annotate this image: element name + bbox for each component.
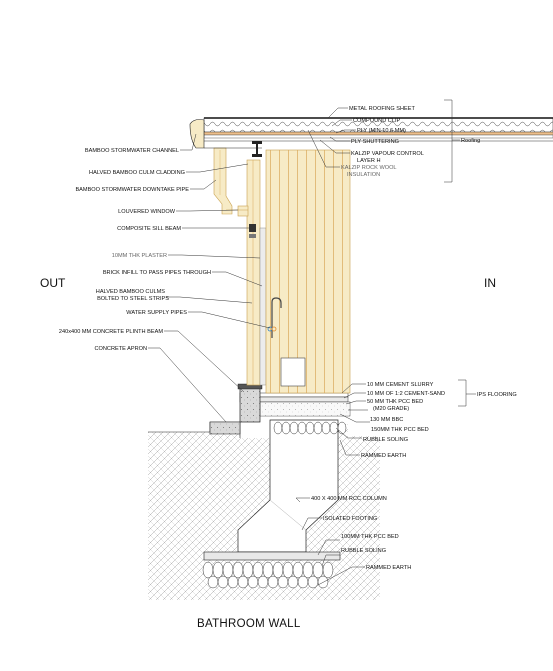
rubble-stone — [287, 575, 299, 589]
label-halved-culms-2: BOLTED TO STEEL STRIPS — [97, 296, 169, 302]
bamboo-culm-cladding — [246, 159, 261, 386]
rubble-stone — [313, 421, 323, 435]
rubble-stone — [257, 575, 269, 589]
bucket — [280, 357, 306, 387]
rubble-stone — [217, 575, 229, 589]
label-rcc-column: 400 X 400 MM RCC COLUMN — [311, 496, 387, 502]
rubble-stone — [207, 575, 219, 589]
rubble-stone — [232, 561, 244, 579]
rubble-stone — [262, 561, 274, 579]
bamboo-downtake-pipe — [213, 147, 233, 215]
label-pcc-bed-150: 150MM THK PCC BED — [371, 427, 429, 433]
label-rammed-earth-1: RAMMED EARTH — [361, 453, 406, 459]
inner-bamboo-wall — [265, 149, 351, 394]
rubble-stone — [297, 575, 309, 589]
label-kalzip-rock-2: INSULATION — [347, 172, 380, 178]
label-plaster: 10MM THK PLASTER — [112, 253, 167, 259]
rubble-stone — [267, 575, 279, 589]
label-kalzip-rock-1: KALZIP ROCK WOOL — [341, 165, 397, 171]
label-compound-clip: COMPOUND CLIP — [353, 118, 401, 124]
rubble-stone — [272, 561, 284, 579]
roof-assembly — [189, 117, 553, 157]
label-out: OUT — [40, 276, 66, 290]
label-cement-slurry: 10 MM CEMENT SLURRY — [367, 382, 434, 388]
rubble-stone — [337, 421, 347, 435]
label-kalzip-vapour-2: LAYER H — [357, 158, 381, 164]
label-rubble-soling-1: RUBBLE SOLING — [363, 437, 408, 443]
label-halved-culms-1: HALVED BAMBOO CULMS — [96, 289, 165, 295]
label-pcc-bed-50-2: (M20 GRADE) — [373, 406, 409, 412]
rcc-column-and-footing — [203, 419, 341, 561]
rubble-stone — [277, 575, 289, 589]
label-isolated-footing: ISOLATED FOOTING — [323, 516, 377, 522]
annotation-leaders — [148, 99, 476, 586]
rubble-stone — [302, 561, 314, 579]
label-rubble-soling-2: RUBBLE SOLING — [341, 548, 386, 554]
label-pcc-bed-100: 100MM THK PCC BED — [341, 534, 399, 540]
label-concrete-apron: CONCRETE APRON — [94, 346, 147, 352]
right-labels: METAL ROOFING SHEET COMPOUND CLIP PLY (M… — [311, 106, 517, 571]
label-downtake-pipe: BAMBOO STORMWATER DOWNTAKE PIPE — [75, 187, 189, 193]
brick-infill-wall — [259, 227, 267, 386]
rubble-stone — [297, 421, 307, 435]
rubble-stone — [307, 575, 319, 589]
rubble-stone — [212, 561, 224, 579]
label-sill-beam: COMPOSITE SILL BEAM — [117, 226, 181, 232]
rubble-stone — [329, 421, 339, 435]
composite-sill-beam — [249, 224, 256, 238]
label-metal-roofing-sheet: METAL ROOFING SHEET — [349, 106, 415, 112]
label-bbc: 130 MM BBC — [370, 417, 403, 423]
label-culm-cladding: HALVED BAMBOO CULM CLADDING — [89, 170, 185, 176]
rubble-stone — [252, 561, 264, 579]
rubble-soling-top — [273, 421, 347, 435]
concrete-apron-shape — [209, 421, 241, 435]
pcc-bed-100mm — [203, 551, 341, 561]
label-water-supply: WATER SUPPLY PIPES — [126, 310, 187, 316]
label-louvered-window: LOUVERED WINDOW — [118, 209, 176, 215]
water-supply-pipe — [267, 297, 306, 387]
concrete-plinth-beam — [237, 383, 263, 423]
rubble-stone — [237, 575, 249, 589]
drawing-title: BATHROOM WALL — [197, 618, 301, 630]
rubble-stone — [242, 561, 254, 579]
label-in: IN — [484, 276, 496, 290]
label-plinth-beam: 240x400 MM CONCRETE PLINTH BEAM — [59, 329, 163, 335]
rubble-soling-bottom — [202, 561, 334, 589]
label-ply-shuttering: PLY SHUTTERING — [351, 139, 399, 145]
rubble-stone — [202, 561, 214, 579]
rubble-stone — [289, 421, 299, 435]
rubble-stone — [317, 575, 329, 589]
label-cement-sand: 10 MM OF 1:2 CEMENT-SAND — [367, 391, 445, 397]
rubble-stone — [247, 575, 259, 589]
left-labels: BAMBOO STORMWATER CHANNEL HALVED BAMBOO … — [59, 148, 211, 352]
label-stormwater-channel: BAMBOO STORMWATER CHANNEL — [85, 148, 179, 154]
label-kalzip-vapour-1: KALZIP VAPOUR CONTROL — [351, 151, 424, 157]
rubble-stone — [222, 561, 234, 579]
rubble-stone — [321, 421, 331, 435]
rubble-stone — [305, 421, 315, 435]
label-brick-infill: BRICK INFILL TO PASS PIPES THROUGH — [103, 270, 211, 276]
label-rammed-earth-2: RAMMED EARTH — [366, 565, 411, 571]
rubble-stone — [312, 561, 324, 579]
rubble-stone — [273, 421, 283, 435]
rubble-stone — [322, 561, 334, 579]
rubble-stone — [292, 561, 304, 579]
rubble-stone — [281, 421, 291, 435]
floor-build-up — [239, 392, 351, 417]
label-ips-flooring-group: IPS FLOORING — [477, 392, 517, 398]
rubble-stone — [282, 561, 294, 579]
label-roofing-group: Roofing — [461, 138, 480, 144]
label-pcc-bed-50-1: 50 MM THK PCC BED — [367, 399, 423, 405]
rubble-stone — [227, 575, 239, 589]
label-ply: PLY (MIN 10.6 MM) — [357, 128, 406, 134]
